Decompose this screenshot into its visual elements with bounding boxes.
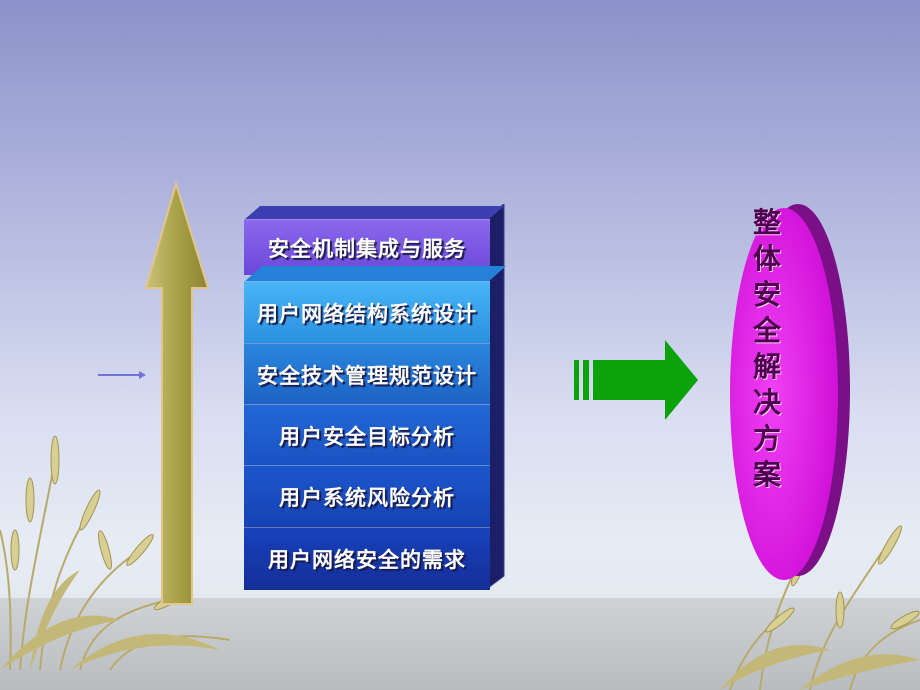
layer-label: 安全技术管理规范设计 <box>257 363 477 388</box>
layer-security-goal-analysis: 用户安全目标分析 <box>244 404 490 466</box>
right-arrow-icon <box>574 340 698 420</box>
solution-char: 全 <box>752 314 781 347</box>
layer-network-structure-design: 用户网络结构系统设计 <box>244 281 490 344</box>
up-arrow-icon <box>144 180 210 605</box>
solution-char: 案 <box>752 458 781 491</box>
stack-side-face <box>488 204 505 589</box>
solution-char: 整 <box>752 206 781 239</box>
stack-top-face <box>244 206 504 220</box>
solution-oval <box>730 204 850 580</box>
solution-char: 安 <box>752 278 781 311</box>
layer-ledge <box>244 266 506 282</box>
layer-label: 用户网络结构系统设计 <box>257 302 477 326</box>
solution-char: 体 <box>752 242 781 275</box>
small-right-arrow-icon <box>98 371 146 379</box>
layer-label: 用户网络安全的需求 <box>268 548 466 572</box>
layer-tech-management-design: 安全技术管理规范设计 <box>244 343 490 405</box>
layer-label: 安全机制集成与服务 <box>268 236 466 261</box>
layer-risk-analysis: 用户系统风险分析 <box>244 465 490 528</box>
solution-char: 解 <box>752 350 781 383</box>
layer-security-mechanism: 安全机制集成与服务 <box>244 219 490 275</box>
solution-char: 方 <box>752 422 781 455</box>
layer-security-requirements: 用户网络安全的需求 <box>244 527 490 590</box>
solution-title: 整 体 安 全 解 决 方 案 <box>752 205 782 493</box>
grass-right-decoration <box>720 525 920 690</box>
solution-char: 决 <box>752 386 781 419</box>
layer-label: 用户系统风险分析 <box>279 486 455 510</box>
layer-label: 用户安全目标分析 <box>279 424 455 449</box>
grass-left-decoration <box>0 435 231 671</box>
